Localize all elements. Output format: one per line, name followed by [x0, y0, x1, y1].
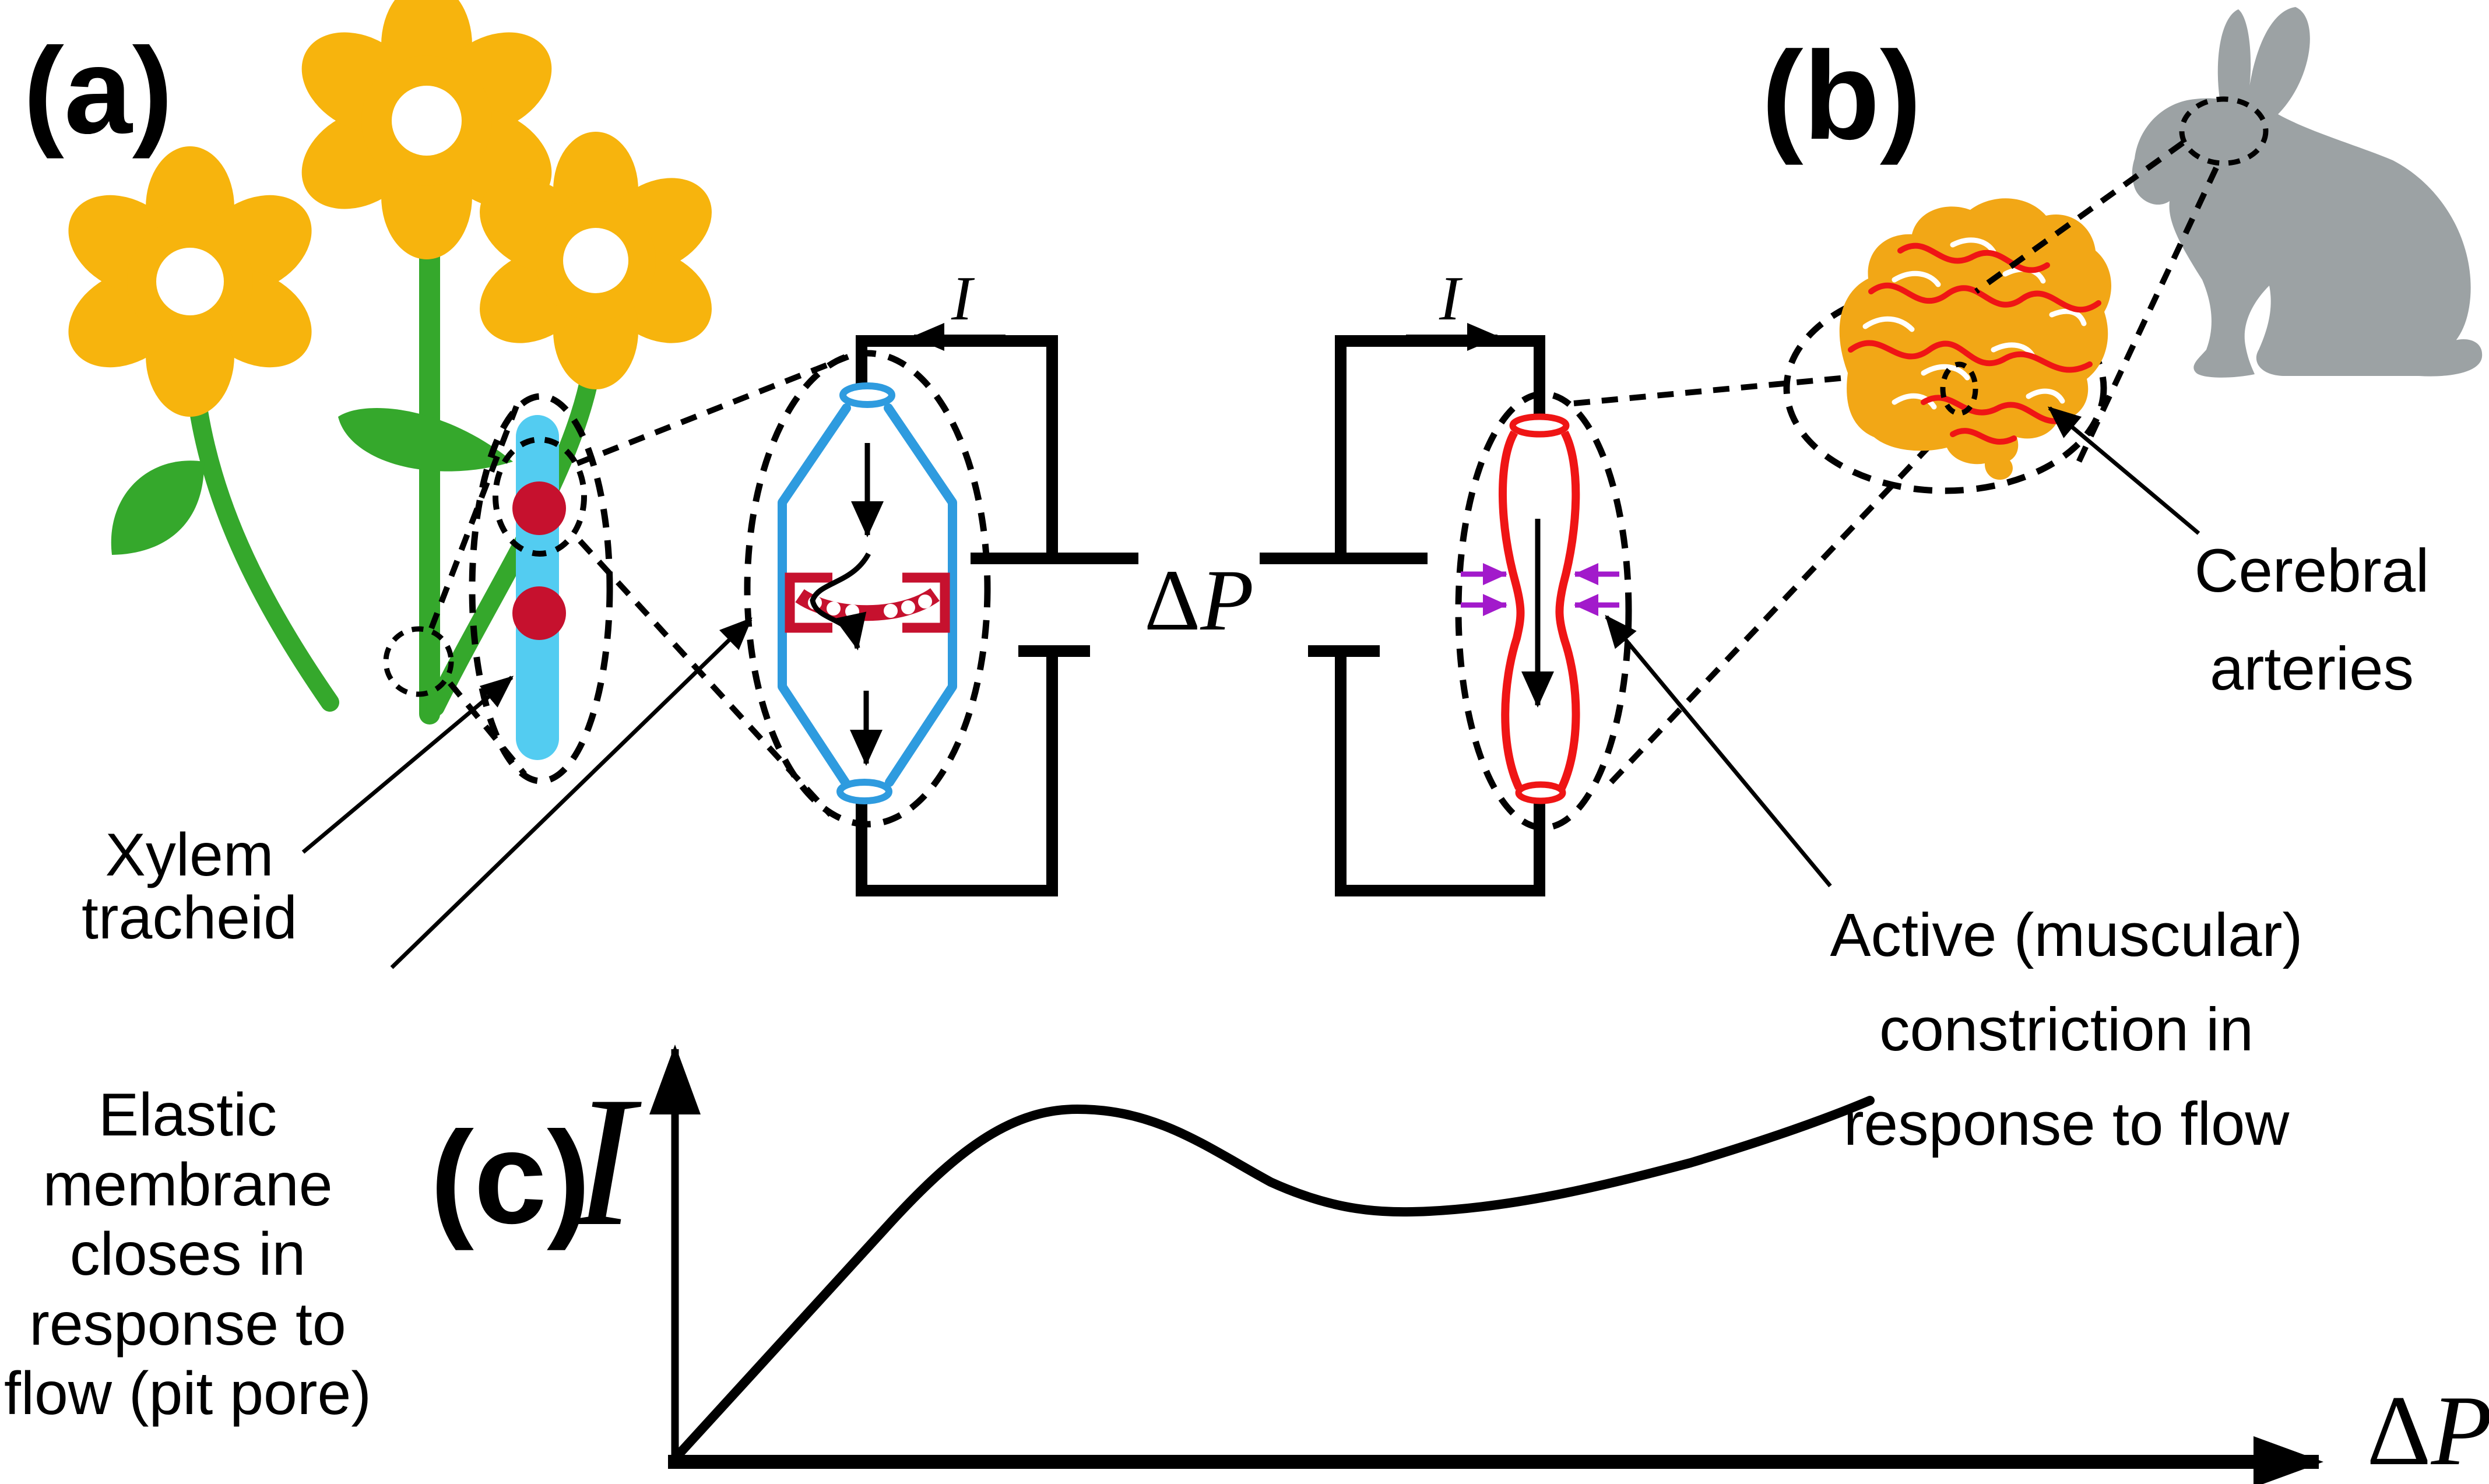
brain-arteries: [1848, 242, 2101, 445]
vessel-bottom-opening: [1515, 781, 1566, 804]
active-label-arrow: [1605, 614, 1832, 888]
vessel-top-opening: [1509, 413, 1570, 438]
brain-icon: [1783, 198, 2111, 494]
chart-y-axis-label: I: [569, 1059, 642, 1265]
artery-zoom-ellipse: [1940, 361, 1978, 416]
tracheid-zoom-ellipse: [469, 393, 613, 785]
flower-leaves: [111, 408, 513, 555]
panel-b-label: (b): [1762, 25, 1922, 166]
svg-text:response to: response to: [29, 1290, 346, 1358]
svg-text:arteries: arteries: [2210, 635, 2414, 703]
tracheid-pits: [512, 481, 566, 640]
pit-membrane-cell-diagram: [778, 382, 957, 804]
rabbit-silhouette: [2132, 7, 2483, 378]
cell-wall-left: [778, 403, 851, 787]
panel-c-label: (c): [430, 1104, 590, 1251]
right-circuit-top-wire: [1335, 335, 1545, 553]
svg-text:closes in: closes in: [70, 1221, 306, 1288]
left-circuit-top-wire: [856, 335, 1058, 553]
elastic-membrane-label: Elastic membrane closes in response to f…: [4, 1081, 371, 1427]
svg-text:Xylem: Xylem: [106, 821, 274, 889]
xylem-tracheid-diagram: [469, 393, 613, 785]
flowers-icon: [68, 0, 712, 725]
membrane-flow-streamline: [810, 552, 871, 650]
chart-curve: [672, 1096, 1875, 1462]
rabbit-to-brain-cone: [1974, 140, 2219, 465]
svg-text:constriction in: constriction in: [1879, 996, 2254, 1064]
right-circuit-bottom-wire: [1335, 651, 1545, 896]
svg-text:tracheid: tracheid: [82, 884, 297, 952]
flower-head-left: [68, 146, 312, 417]
panel-a-label: (a): [23, 22, 173, 159]
vessel-wall-left: [1498, 430, 1525, 790]
svg-text:membrane: membrane: [43, 1151, 332, 1219]
cerebral-arteries-label: Cerebral arteries: [2195, 537, 2430, 703]
cell-top-opening: [839, 382, 895, 408]
vessel-wall-right: [1555, 430, 1580, 792]
svg-text:response to flow: response to flow: [1844, 1090, 2290, 1158]
svg-text:Cerebral: Cerebral: [2195, 537, 2430, 605]
left-circuit: [856, 335, 1138, 896]
pit-zoom-ellipse: [493, 437, 587, 557]
svg-text:flow (pit pore): flow (pit pore): [4, 1360, 371, 1427]
chart-x-axis-label: ΔP: [2367, 1376, 2489, 1484]
svg-text:Elastic: Elastic: [99, 1081, 277, 1149]
stem-zoom-circle: [383, 626, 454, 697]
vessel-zoom-ellipse: [1455, 391, 1632, 831]
svg-text:Active (muscular): Active (muscular): [1830, 901, 2303, 969]
pit-membrane-brackets: [785, 572, 950, 633]
cell-bottom-opening: [836, 779, 892, 804]
brain-zoom-ellipse: [1783, 282, 2107, 494]
pressure-difference-label: ΔP: [1144, 552, 1254, 649]
elastic-label-arrow: [390, 617, 753, 969]
left-current-label: I: [951, 264, 975, 333]
cell-wall-right: [884, 403, 957, 787]
left-circuit-bottom-wire: [856, 651, 1058, 896]
flower-head-right: [480, 132, 712, 389]
right-circuit: [1260, 335, 1545, 896]
cerebral-label-arrow: [2047, 406, 2200, 535]
rabbit-icon: [2132, 7, 2483, 378]
artery-vessel-diagram: [1455, 391, 1632, 831]
xylem-label-arrow: [301, 676, 514, 854]
active-constriction-label: Active (muscular) constriction in respon…: [1830, 901, 2303, 1158]
rabbit-head-zoom-circle: [2179, 96, 2269, 166]
panel-c-chart: (c) I ΔP: [430, 1045, 2489, 1484]
flower-head-top: [301, 0, 552, 259]
xylem-tracheid-label: Xylem tracheid: [82, 821, 297, 952]
right-current-label: I: [1439, 264, 1463, 333]
brain-gyri-lines: [1862, 237, 2087, 410]
constriction-arrows: [1461, 563, 1619, 616]
